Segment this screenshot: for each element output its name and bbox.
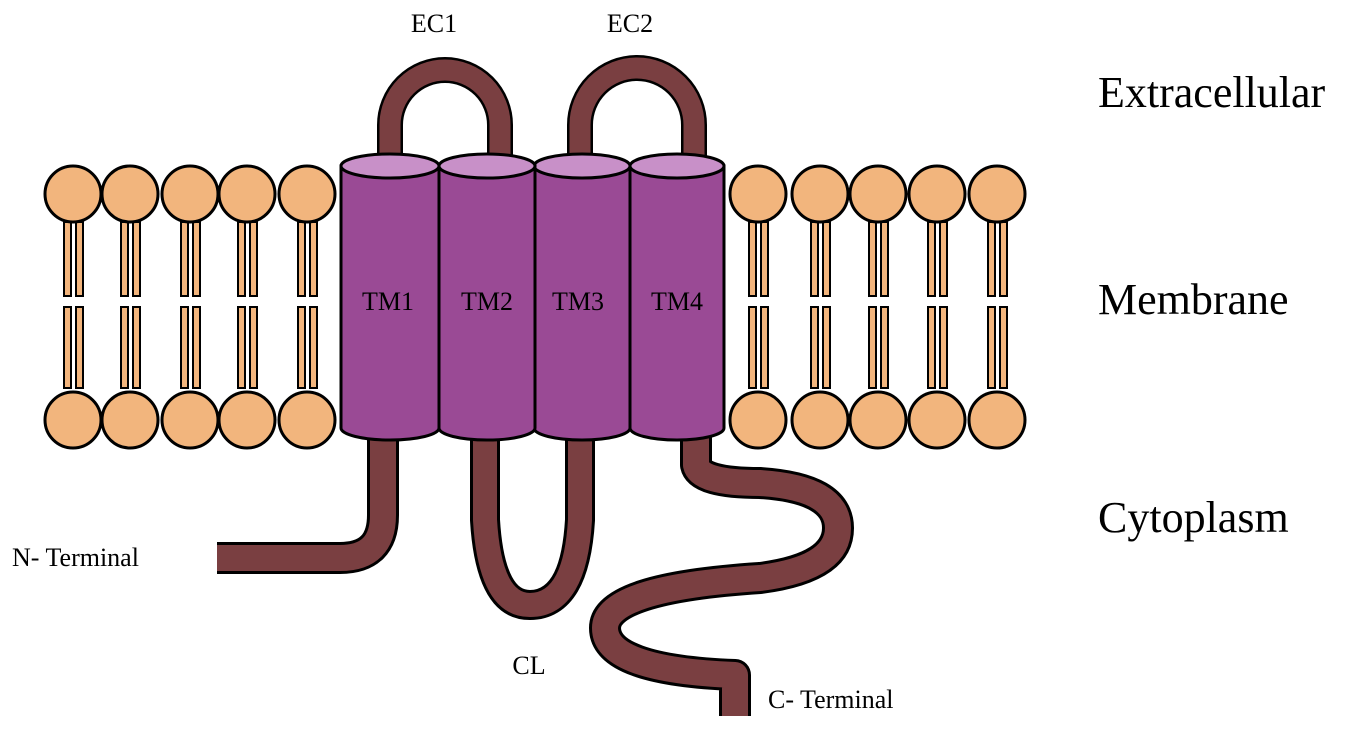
phospholipid [162, 166, 218, 448]
tm2-label: TM2 [461, 287, 513, 316]
phospholipid [850, 166, 906, 448]
n-terminal-label: N- Terminal [12, 543, 139, 572]
cytoplasm-label: Cytoplasm [1098, 493, 1289, 542]
ec1-label: EC1 [411, 9, 457, 38]
phospholipid [219, 166, 275, 448]
phospholipid [730, 166, 786, 448]
helix-tm3: TM3 [534, 154, 630, 440]
cytoplasmic-loop [485, 430, 580, 605]
membrane-label: Membrane [1098, 275, 1289, 324]
phospholipid [279, 166, 335, 448]
phospholipid [909, 166, 965, 448]
phospholipid [102, 166, 158, 448]
phospholipid [45, 166, 101, 448]
helix-tm4: TM4 [630, 154, 724, 440]
phospholipid [792, 166, 848, 448]
cl-label: CL [512, 651, 545, 680]
tm1-label: TM1 [362, 287, 414, 316]
tm4-label: TM4 [651, 287, 703, 316]
transmembrane-helices: TM4 TM3 TM2 TM1 [341, 154, 724, 440]
tm3-label: TM3 [552, 287, 604, 316]
ec2-label: EC2 [607, 9, 653, 38]
extracellular-label: Extracellular [1098, 68, 1326, 117]
helix-tm1: TM1 [341, 154, 439, 440]
n-terminal-tail [217, 430, 383, 558]
phospholipid [969, 166, 1025, 448]
c-terminal-tail [605, 430, 838, 716]
helix-tm2: TM2 [439, 154, 535, 440]
c-terminal-label: C- Terminal [768, 685, 894, 714]
